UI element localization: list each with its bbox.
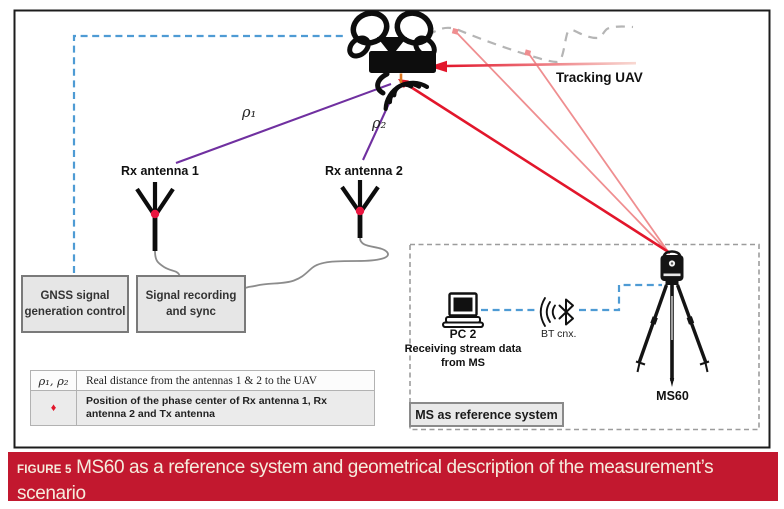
gnss-generation-box: GNSS signal generation control <box>21 275 129 333</box>
antenna-cable-2 <box>245 237 389 289</box>
pc2-sublabel: Receiving stream data from MS <box>404 343 522 369</box>
phase-center-dot <box>355 206 365 216</box>
antenna-cable-1 <box>154 250 181 276</box>
bluetooth-icon <box>539 297 574 327</box>
figure-caption-bar: FIGURE 5 MS60 as a reference system and … <box>8 452 778 504</box>
ms60-tripod-icon <box>635 250 710 387</box>
bt-cnx-label: BT cnx. <box>541 328 577 340</box>
legend-row-rho: ρ₁, ρ₂ Real distance from the antennas 1… <box>30 370 375 391</box>
rx-antenna-2-label: Rx antenna 2 <box>325 164 403 178</box>
rx-antenna-1-label: Rx antenna 1 <box>121 164 199 178</box>
legend-table: ρ₁, ρ₂ Real distance from the antennas 1… <box>30 370 375 426</box>
ms-reference-box: MS as reference system <box>409 402 564 427</box>
control-dashed-link <box>72 34 344 273</box>
uav-trajectory-dashes <box>427 25 634 64</box>
figure-caption-text: MS60 as a reference system and geometric… <box>17 457 714 504</box>
rx-antenna-1-icon <box>135 182 175 251</box>
ms60-label: MS60 <box>656 389 689 403</box>
legend-text-rho: Real distance from the antennas 1 & 2 to… <box>76 370 375 391</box>
bt-dashed-link <box>481 283 662 312</box>
rho1-label: ρ₁ <box>242 105 257 121</box>
ms-panel-dashed-border <box>409 243 760 431</box>
phase-center-dot <box>150 209 160 219</box>
ms60-to-trajectory-line-2 <box>524 49 670 254</box>
ms60-to-trajectory-line-1 <box>451 27 670 254</box>
tx-signal-waves-icon <box>383 80 430 112</box>
signal-recording-box: Signal recording and sync <box>136 275 246 333</box>
laptop-icon <box>442 292 484 328</box>
range-line-rho1 <box>175 83 392 164</box>
rx-antenna-2-icon <box>340 180 380 238</box>
rho2-label: ρ₂ <box>372 116 387 132</box>
tracking-beam-arrow <box>429 60 637 73</box>
legend-row-diamond: ♦ Position of the phase center of Rx ant… <box>30 390 375 426</box>
legend-symbol-rho: ρ₁, ρ₂ <box>30 370 77 391</box>
pc2-label: PC 2 <box>449 327 477 341</box>
drone-icon <box>347 10 437 112</box>
legend-symbol-diamond: ♦ <box>30 390 77 426</box>
tracking-uav-label: Tracking UAV <box>556 70 643 85</box>
legend-text-diamond: Position of the phase center of Rx anten… <box>76 390 375 426</box>
figure-number-label: FIGURE 5 <box>17 464 72 476</box>
